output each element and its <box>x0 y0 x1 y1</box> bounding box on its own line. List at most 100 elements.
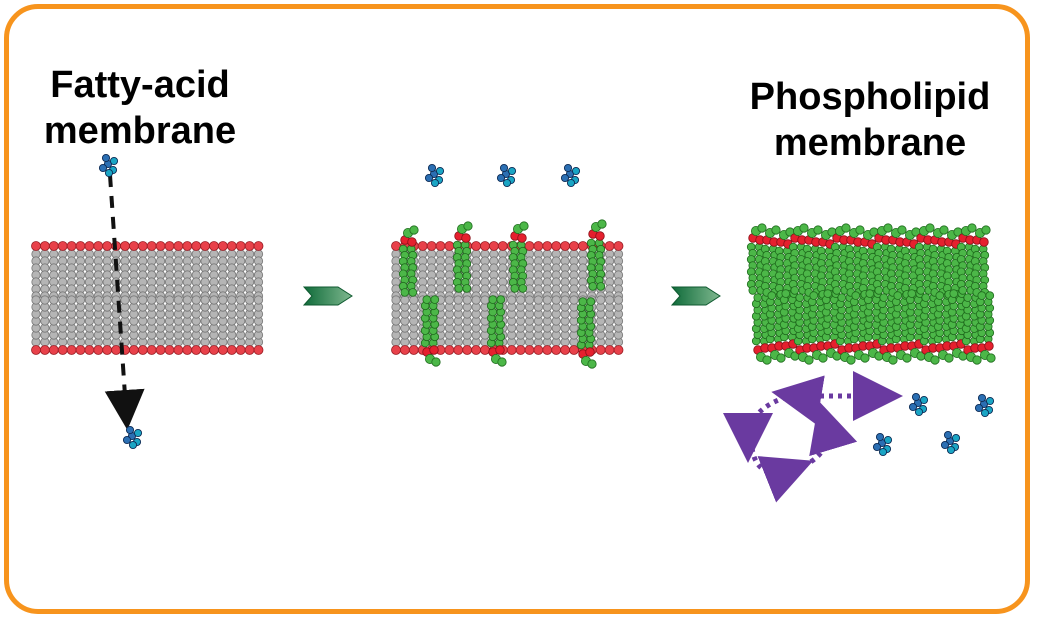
fatty-acid-molecule <box>462 295 473 355</box>
fatty-acid-molecule <box>137 295 148 355</box>
fatty-acid-molecule <box>217 295 228 355</box>
solute-molecule-icon <box>872 432 893 457</box>
fatty-acid-molecule <box>253 241 264 301</box>
solute-molecule-icon <box>424 163 445 188</box>
growth-cycle-arrow-icon <box>723 371 903 503</box>
phospholipid-molecule <box>398 225 419 297</box>
fatty-acid-molecule <box>84 295 95 355</box>
phospholipid-label-line1: Phospholipid <box>749 76 991 118</box>
fatty-acid-molecule <box>613 295 624 355</box>
fatty-acid-molecule <box>515 295 526 355</box>
fatty-acid-molecule <box>604 241 615 301</box>
fatty-acid-molecule <box>48 241 59 301</box>
solute-molecule-icon <box>98 153 119 178</box>
fatty-acid-molecule <box>173 241 184 301</box>
fatty-acid-molecule <box>524 241 535 301</box>
phospholipid-molecule <box>844 225 865 297</box>
fatty-acid-molecule <box>57 241 68 301</box>
fatty-acid-molecule <box>120 241 130 301</box>
fatty-acid-molecule <box>453 295 464 355</box>
fatty-acid-molecule <box>560 241 570 301</box>
fatty-acid-molecule <box>93 295 104 355</box>
fatty-acid-molecule <box>155 241 166 301</box>
fatty-acid-molecule <box>209 241 219 301</box>
solute-molecule-icon <box>974 393 995 418</box>
fatty-acid-molecule <box>578 241 588 301</box>
solute-molecule-icon <box>908 392 929 417</box>
fatty-acid-molecule <box>244 295 255 355</box>
fatty-acid-molecule <box>551 295 562 355</box>
mixed-bilayer <box>391 219 624 369</box>
fatty-acid-molecule <box>595 295 606 355</box>
fatty-acid-molecule <box>209 295 219 355</box>
solute-molecule-icon <box>560 163 581 188</box>
fatty-acid-molecule <box>444 241 455 301</box>
phospholipid-molecule <box>807 291 828 363</box>
phospholipid-molecule <box>849 291 870 363</box>
fatty-acid-molecule <box>128 295 139 355</box>
phospholipid-molecule <box>486 295 507 367</box>
fatty-acid-molecule <box>533 295 544 355</box>
fatty-acid-molecule <box>75 295 86 355</box>
fatty-acid-molecule <box>84 241 95 301</box>
fatty-acid-molecule <box>471 295 482 355</box>
solute-molecule-icon <box>940 430 961 455</box>
fatty-acid-molecule <box>40 241 50 301</box>
fatty-acid-molecule <box>191 295 202 355</box>
fatty-acid-molecule <box>408 295 419 355</box>
fatty-acid-molecule <box>128 241 139 301</box>
fatty-acid-molecule <box>217 241 228 301</box>
fatty-acid-molecule <box>93 241 104 301</box>
fatty-acid-membrane-label: Fatty-acid membrane <box>30 62 250 154</box>
transition-arrow-icon <box>670 286 721 306</box>
fatty-acid-molecule <box>417 241 428 301</box>
fatty-acid-molecule <box>506 295 517 355</box>
phospholipid-molecule <box>586 219 607 291</box>
fatty-acid-molecule <box>200 241 211 301</box>
fatty-acid-molecule <box>173 295 184 355</box>
fatty-acid-molecule <box>66 241 77 301</box>
phospholipid-molecule <box>947 289 968 361</box>
fatty-acid-molecule <box>604 295 615 355</box>
phospholipid-molecule <box>420 295 441 367</box>
fatty-acid-molecule <box>391 295 401 355</box>
fatty-acid-molecule <box>226 241 237 301</box>
fatty-acid-molecule <box>497 241 508 301</box>
solute-molecule-icon <box>496 163 517 188</box>
fatty-acid-molecule <box>146 295 157 355</box>
fatty-acid-molecule <box>244 241 255 301</box>
fatty-acid-molecule <box>488 241 499 301</box>
fatty-acid-molecule <box>542 241 553 301</box>
solute-molecule-icon <box>122 425 143 450</box>
fatty-acid-molecule <box>164 241 175 301</box>
phospholipid-label-line2: membrane <box>773 122 967 164</box>
phospholipid-molecule <box>956 223 977 295</box>
phospholipid-molecule <box>779 289 800 361</box>
dashed-permeation-arrow-icon <box>104 174 145 430</box>
fatty-acid-molecule <box>31 295 41 355</box>
fatty-acid-molecule <box>560 295 570 355</box>
phospholipid-molecule <box>863 289 884 361</box>
phospholipid-molecule <box>508 221 529 293</box>
fatty-acid-molecule <box>164 295 175 355</box>
fatty-acid-molecule <box>235 241 246 301</box>
fatty-acid-molecule <box>102 241 113 301</box>
fatty-acid-label-line1: Fatty-acid <box>50 64 230 106</box>
fatty-acid-molecule <box>524 295 535 355</box>
phospholipid-molecule <box>970 225 991 297</box>
fatty-acid-molecule <box>480 241 490 301</box>
fatty-acid-molecule <box>533 241 544 301</box>
fatty-acid-molecule <box>226 295 237 355</box>
fatty-acid-label-line2: membrane <box>43 110 237 152</box>
fatty-acid-molecule <box>235 295 246 355</box>
fatty-acid-molecule <box>613 241 624 301</box>
fatty-acid-molecule <box>542 295 553 355</box>
phospholipid-molecule <box>746 223 767 295</box>
fatty-acid-molecule <box>569 241 579 301</box>
phospholipid-membrane-label: Phospholipid membrane <box>728 74 1012 166</box>
fatty-acid-molecule <box>551 241 562 301</box>
fatty-acid-molecule <box>253 295 264 355</box>
fatty-acid-molecule <box>444 295 455 355</box>
phospholipid-molecule <box>452 221 473 293</box>
phospholipid-molecule <box>919 293 940 365</box>
